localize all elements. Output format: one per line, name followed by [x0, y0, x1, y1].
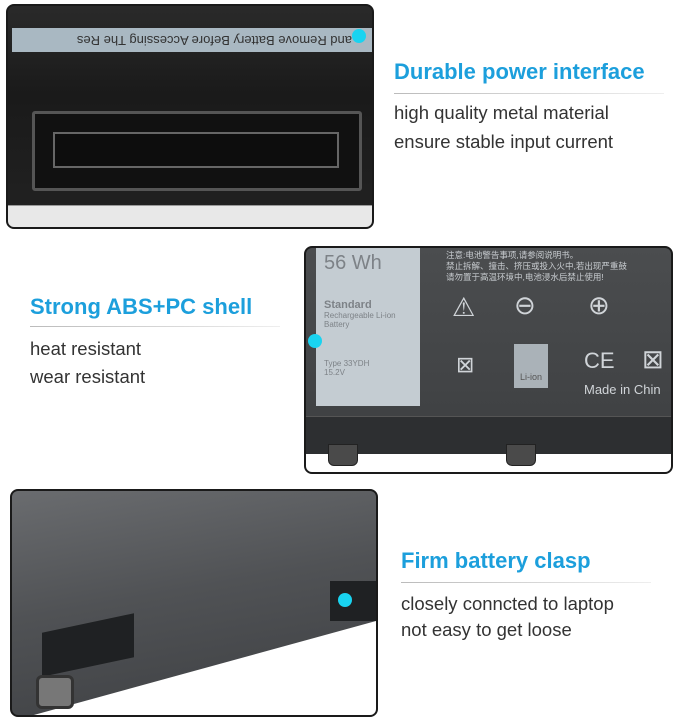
standard-text: Standard [324, 299, 372, 311]
crosshair-icon: ⊕ [588, 290, 610, 320]
divider [30, 326, 280, 327]
rechargeable-text: Rechargeable Li-ion Battery [324, 311, 396, 329]
clasp-pad [42, 613, 134, 677]
type-text: Type 33YDH [324, 359, 370, 368]
clasp-hook [36, 675, 74, 709]
power-interface-photo: and Remove Battery Before Accessing The … [6, 4, 374, 229]
callout-dot [308, 334, 322, 348]
photo-background [306, 454, 671, 472]
battery-edge [306, 416, 671, 454]
shell-photo: 56 Wh Standard Rechargeable Li-ion Batte… [304, 246, 673, 474]
recycle-liion-icon: Li-ion [514, 344, 548, 388]
capacity-text: 56 Wh [324, 252, 382, 274]
callout-dot [338, 593, 352, 607]
feature-line: ensure stable input current [394, 131, 614, 152]
feature-title-clasp: Firm battery clasp [401, 548, 591, 573]
made-in-text: Made in Chin [584, 382, 661, 397]
ce-mark: CE [584, 348, 615, 373]
no-trash-icon: ⊠ [642, 344, 664, 374]
clip-tab [506, 444, 536, 466]
power-connector [32, 111, 362, 191]
callout-dot [352, 29, 366, 43]
clasp-photo [10, 489, 378, 717]
feature-line: wear resistant [30, 366, 146, 387]
connector-pins [53, 132, 339, 168]
divider [401, 582, 651, 583]
feature-line: high quality metal material [394, 102, 609, 123]
warning-line: 请勿置于高温环境中,电池浸水后禁止使用! [446, 272, 604, 282]
divider [394, 93, 664, 94]
warning-label-strip: and Remove Battery Before Accessing The … [12, 28, 372, 52]
chinese-warning: 注意:电池警告事项,请参阅说明书。 禁止拆解、撞击、挤压或投入火中,若出现严重鼓… [446, 250, 627, 283]
feature-title-power: Durable power interface [394, 59, 645, 84]
no-disassemble-icon: ⊖ [514, 290, 536, 320]
voltage-text: 15.2V [324, 368, 345, 377]
photo-bottom-edge [8, 205, 372, 227]
clasp-pad [330, 581, 376, 621]
feature-line: heat resistant [30, 338, 142, 359]
warning-triangle-icon: ⚠ [452, 292, 476, 322]
feature-line: closely conncted to laptop [401, 593, 614, 614]
pack-icon: ⊠ [456, 352, 475, 377]
warning-line: 注意:电池警告事项,请参阅说明书。 [446, 250, 579, 260]
feature-line: not easy to get loose [401, 619, 572, 640]
warning-line: 禁止拆解、撞击、挤压或投入火中,若出现严重鼓 [446, 261, 627, 271]
clip-tab [328, 444, 358, 466]
battery-label: 56 Wh Standard Rechargeable Li-ion Batte… [316, 248, 420, 406]
feature-title-shell: Strong ABS+PC shell [30, 294, 253, 319]
